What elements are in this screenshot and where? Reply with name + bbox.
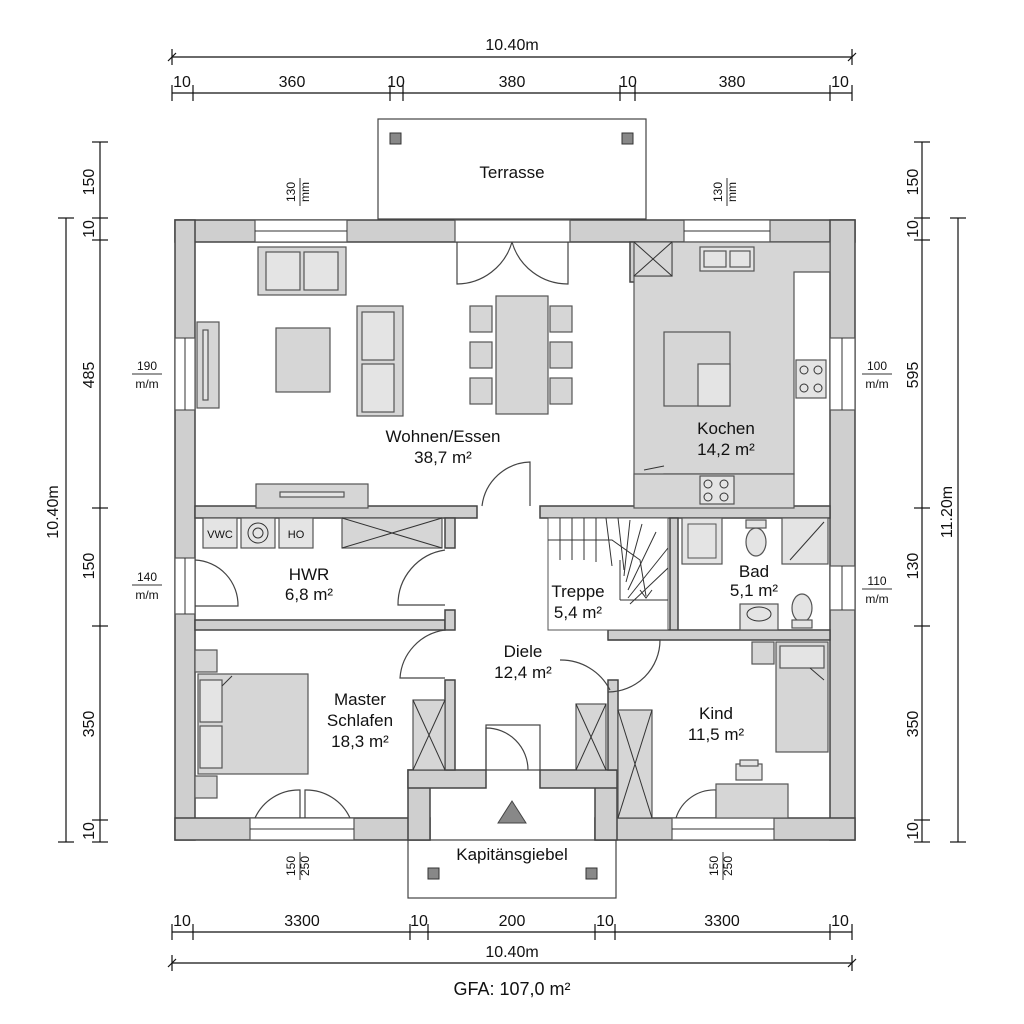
wohnen-area: 38,7 m² <box>414 448 472 467</box>
top-seg-5: 10 <box>619 74 637 91</box>
bad-area: 5,1 m² <box>730 581 779 600</box>
right-seg-1: 150 <box>905 169 922 196</box>
win-living-top-b: mm <box>298 182 312 202</box>
kind-furniture <box>617 641 829 819</box>
vwc-label: VWC <box>207 529 233 541</box>
toilet-top <box>745 527 767 557</box>
right-seg-2: 10 <box>905 220 922 238</box>
win-living-left-b: m/m <box>135 377 158 391</box>
win-kind-bottom-a: 150 <box>707 856 721 876</box>
win-living-left-a: 190 <box>137 359 157 373</box>
right-seg-3: 595 <box>905 362 922 389</box>
room-labels: Wohnen/Essen 38,7 m² Kochen 14,2 m² HWR … <box>285 419 779 751</box>
top-total-dimension: 10.40m <box>485 37 538 54</box>
bottom-seg-2: 3300 <box>284 913 320 930</box>
desk <box>715 783 789 819</box>
entrance-arrow-icon <box>497 800 527 824</box>
stairs <box>547 517 669 631</box>
terrasse-label: Terrasse <box>479 163 544 182</box>
bottom-seg-7: 10 <box>831 913 849 930</box>
cooktop-right <box>795 359 827 399</box>
kapitaensgiebel-label: Kapitänsgiebel <box>456 845 568 864</box>
shower <box>681 517 723 565</box>
kapitaensgiebel: Kapitänsgiebel <box>407 839 617 899</box>
win-living-top-a: 130 <box>284 182 298 202</box>
win-hwr-left-b: m/m <box>135 588 158 602</box>
win-kitchen-top-b: mm <box>725 182 739 202</box>
win-kind-bottom-b: 250 <box>721 856 735 876</box>
win-master-bottom-b: 250 <box>298 856 312 876</box>
kind-label: Kind <box>699 704 733 723</box>
top-seg-6: 380 <box>719 74 746 91</box>
bottom-seg-3: 10 <box>410 913 428 930</box>
ho-label: HO <box>288 529 305 541</box>
wohnen-label: Wohnen/Essen <box>386 427 501 446</box>
diele-area: 12,4 m² <box>494 663 552 682</box>
bottom-seg-4: 200 <box>499 913 526 930</box>
top-seg-1: 10 <box>173 74 191 91</box>
bottom-dimension-chain: 10 3300 10 200 10 3300 10 10.40m <box>167 913 857 971</box>
window-labels: 130 mm 130 mm 190 m/m 100 m/m 140 m/m 11… <box>132 178 892 880</box>
top-dimension-chain: 10.40m 10 360 10 380 10 380 10 <box>167 37 857 101</box>
hwr-area: 6,8 m² <box>285 585 334 604</box>
bottom-seg-6: 3300 <box>704 913 740 930</box>
win-bad-right-b: m/m <box>865 592 888 606</box>
top-seg-7: 10 <box>831 74 849 91</box>
vwc-unit <box>202 517 238 549</box>
right-seg-5: 350 <box>905 711 922 738</box>
toilet-bottom <box>791 593 813 623</box>
right-seg-4: 130 <box>905 553 922 580</box>
left-seg-5: 350 <box>81 711 98 738</box>
gfa-label: GFA: 107,0 m² <box>453 979 570 999</box>
treppe-label: Treppe <box>551 582 604 601</box>
terrasse: Terrasse <box>377 118 647 220</box>
kochen-area: 14,2 m² <box>697 440 755 459</box>
master-label-2: Schlafen <box>327 711 393 730</box>
left-dimension-chain: 10.40m 150 10 485 150 350 10 <box>45 141 108 843</box>
ho-unit <box>278 517 314 549</box>
win-master-bottom-a: 150 <box>284 856 298 876</box>
kind-area: 11,5 m² <box>688 725 745 744</box>
top-seg-4: 380 <box>499 74 526 91</box>
bottom-seg-1: 10 <box>173 913 191 930</box>
left-seg-2: 10 <box>81 220 98 238</box>
hwr-label: HWR <box>289 565 330 584</box>
master-area: 18,3 m² <box>331 732 389 751</box>
left-seg-3: 485 <box>81 362 98 389</box>
master-furniture <box>194 649 446 799</box>
bad-furniture <box>681 517 829 631</box>
win-kitchen-right-a: 100 <box>867 359 887 373</box>
right-dimension-chain: 150 10 595 130 350 10 11.20m <box>905 141 966 843</box>
treppe-area: 5,4 m² <box>554 603 603 622</box>
win-kitchen-right-b: m/m <box>865 377 888 391</box>
right-seg-6: 10 <box>905 822 922 840</box>
diele-label: Diele <box>504 642 543 661</box>
coffee-table <box>275 327 331 393</box>
doors <box>194 241 717 819</box>
master-label-1: Master <box>334 690 386 709</box>
diele-furniture <box>497 703 607 824</box>
bad-label: Bad <box>739 562 769 581</box>
windows <box>174 219 856 841</box>
win-kitchen-top-a: 130 <box>711 182 725 202</box>
left-seg-1: 150 <box>81 169 98 196</box>
bottom-total-dimension: 10.40m <box>485 944 538 961</box>
win-bad-right-a: 110 <box>867 574 886 588</box>
dining-table <box>495 295 549 415</box>
bottom-seg-5: 10 <box>596 913 614 930</box>
hwr-furniture: VWC HO <box>202 517 443 549</box>
left-seg-6: 10 <box>81 822 98 840</box>
left-total-dimension: 10.40m <box>45 485 62 538</box>
living-furniture <box>196 246 573 509</box>
kitchen-furniture <box>633 241 831 509</box>
washbasin <box>739 603 779 631</box>
top-seg-2: 360 <box>279 74 306 91</box>
terrace-door-opening <box>454 219 571 243</box>
kochen-label: Kochen <box>697 419 755 438</box>
win-hwr-left-a: 140 <box>137 570 157 584</box>
top-seg-3: 10 <box>387 74 405 91</box>
left-seg-4: 150 <box>81 553 98 580</box>
right-total-dimension: 11.20m <box>939 486 956 538</box>
